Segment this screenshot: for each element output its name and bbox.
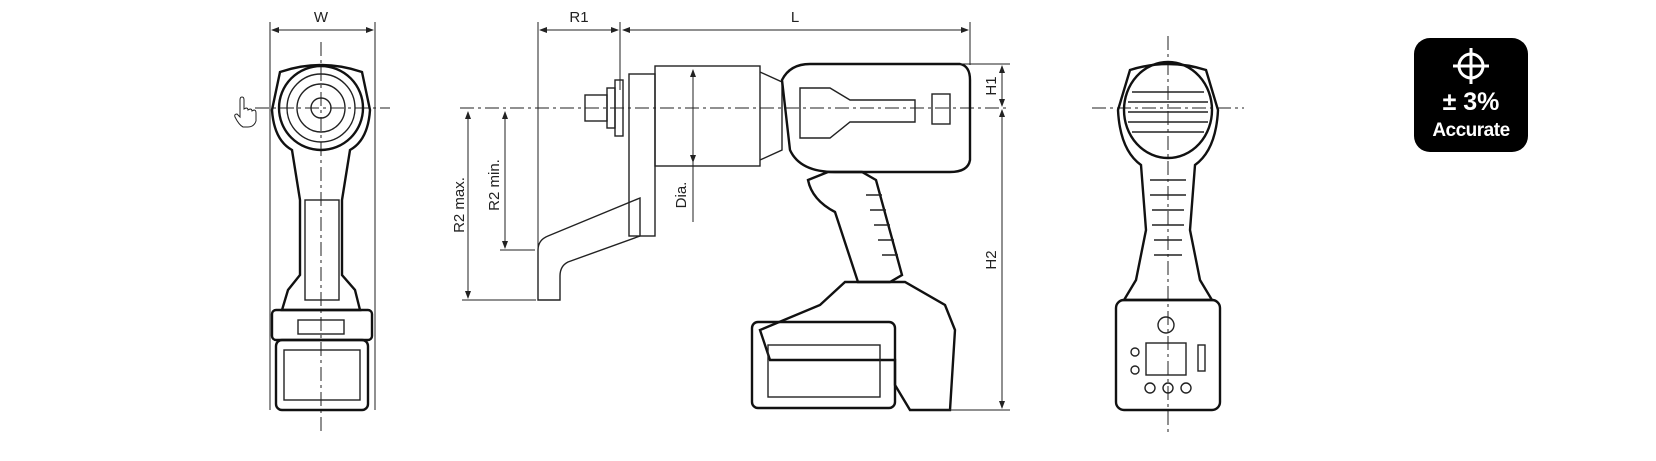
accuracy-badge: ± 3% Accurate — [1414, 38, 1528, 152]
side-view: R1 L R2 max. R2 min. Dia. — [451, 9, 1010, 412]
length-label: L — [791, 9, 799, 26]
accuracy-value: ± 3% — [1442, 88, 1500, 116]
h2-label: H2 — [983, 250, 1000, 269]
r1-label: R1 — [569, 9, 588, 26]
r2-min-label: R2 min. — [486, 159, 503, 211]
diameter-label: Dia. — [673, 182, 690, 209]
hand-pointer-icon — [234, 96, 257, 128]
h1-label: H1 — [983, 76, 1000, 95]
crosshair-icon — [1453, 48, 1489, 84]
rear-view — [1092, 36, 1244, 436]
width-label: W — [314, 9, 329, 26]
accuracy-label: Accurate — [1432, 120, 1510, 141]
r2-max-label: R2 max. — [451, 177, 468, 233]
front-view: W — [255, 9, 390, 435]
